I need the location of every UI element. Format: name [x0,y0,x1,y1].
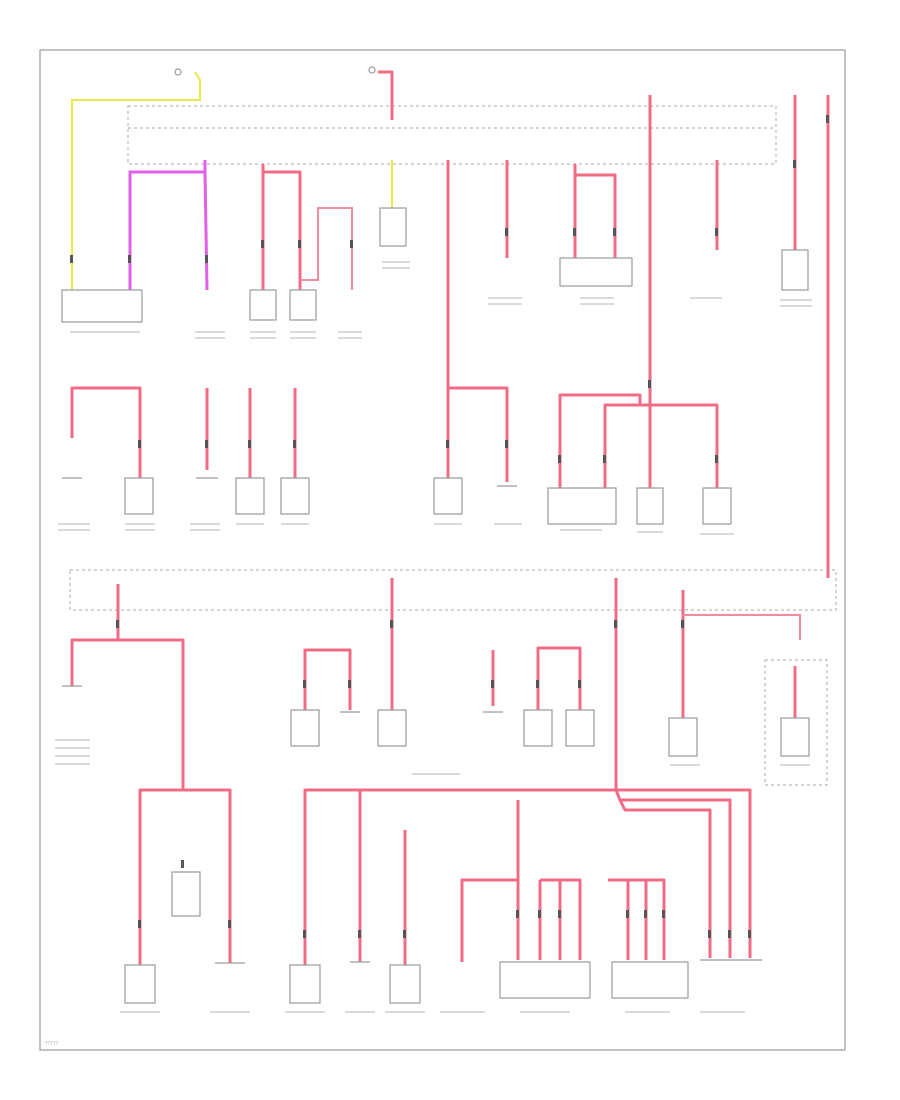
fuse-cell-1 [290,709,320,747]
ignition-switch-contact-center [368,66,376,74]
ignition-component-1 [249,289,277,321]
bottom-module-2 [611,961,689,999]
starter-enable-relay [61,289,143,323]
yellow-feed-wire [71,71,201,290]
pink-wire-hvac [261,164,302,290]
pink-wire-bottom-c4 [540,878,582,960]
bottom-left-component-1 [171,871,201,917]
connector-markers [70,115,829,938]
main-pink-bus-center [378,70,394,120]
bottom-left-component-2 [124,964,156,1004]
pink-wire-branch-b [573,164,617,258]
pink-wire-mid-trunk-2 [448,386,509,482]
pink-wire-row2-a [70,386,142,480]
row2-component-4 [433,477,463,515]
pink-wire-bottom-bus-3 [618,799,712,958]
fuse-cell-4 [565,709,595,747]
mid-right-component-1 [668,717,698,757]
row2-component-5 [547,487,617,525]
violet-wire-starter [128,160,207,290]
ignition-component-3 [379,207,407,247]
pink-wire-loop [300,207,353,290]
row2-component-1 [124,477,154,515]
bottom-component-2 [389,964,421,1004]
ignition-component-4 [559,257,633,287]
row2-component-3 [280,477,310,515]
drawing-code: ????? [45,1041,59,1047]
fuse-block-outline-mid [69,569,837,611]
ignition-switch-contact-left [174,68,182,76]
violet-wire-dash [203,171,209,291]
bottom-module-1 [499,961,591,999]
row2-component-2 [235,477,265,515]
pink-wire-mid-left [70,584,120,686]
ignition-component-5 [781,249,809,291]
fuel-injector-box [764,659,828,786]
bottom-component-1 [289,964,321,1004]
pink-wire-mid-right-3 [683,614,801,640]
pink-wire-mid-fuse-a [303,648,352,710]
mid-right-component-2 [780,717,810,757]
fuse-cell-3 [523,709,553,747]
diagram-frame [39,49,846,1051]
pink-wire-bottom-bus [303,788,752,965]
pink-wire-mid-left-2 [118,638,185,790]
pink-wire-row2-f [640,403,719,488]
fuse-cell-2 [377,709,407,747]
pink-wire-bottom-c [460,800,520,962]
row2-component-7 [702,487,732,525]
pink-wire-mid-fuse-c [536,646,582,710]
pink-wire-row2-e [558,393,642,488]
fuse-block-outline-top [127,105,777,165]
row2-component-6 [636,487,664,525]
pink-wire-bottom-left [138,788,232,965]
illegible-label-marks [55,261,812,1013]
pink-wire-bottom-bus-2 [614,789,732,958]
pink-wire-bottom-d [608,878,666,960]
ignition-component-2 [289,289,317,321]
